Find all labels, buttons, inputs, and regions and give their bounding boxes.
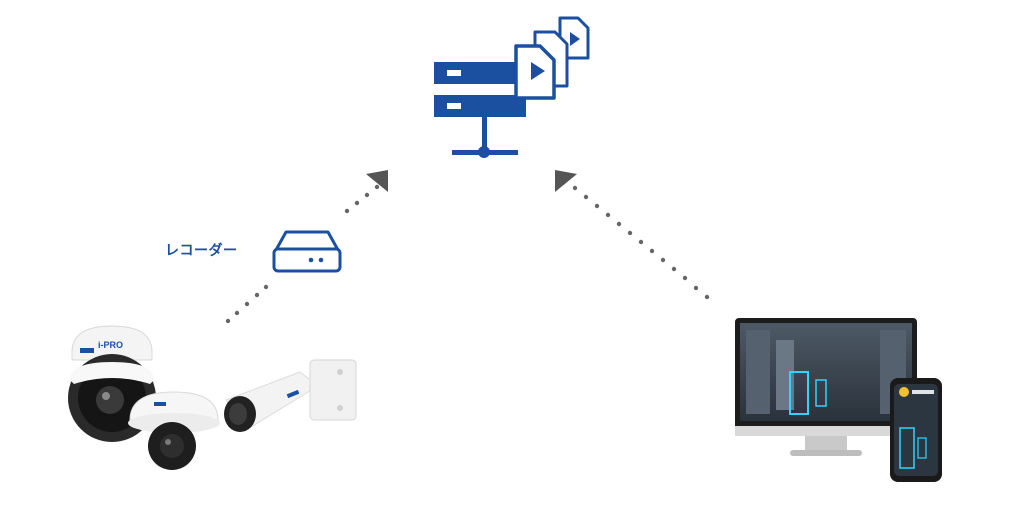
dome-camera bbox=[128, 391, 220, 470]
arrowhead-right bbox=[555, 170, 577, 192]
ptz-camera-logo: i-PRO bbox=[98, 340, 124, 350]
recorder-icon bbox=[272, 230, 342, 273]
dotted-line-recorder-to-server bbox=[344, 184, 380, 214]
detection-box bbox=[789, 371, 809, 415]
detection-box bbox=[815, 379, 827, 407]
video-file-icon-front bbox=[514, 44, 556, 100]
recorder-label: レコーダー bbox=[165, 243, 238, 259]
dotted-line-cameras-to-recorder bbox=[225, 284, 269, 324]
arrowhead-left bbox=[366, 170, 388, 192]
cameras-group bbox=[68, 325, 357, 470]
ptz-camera bbox=[68, 325, 156, 442]
monitor-display bbox=[735, 318, 917, 456]
dotted-line-monitor-to-server bbox=[572, 185, 710, 300]
bullet-camera bbox=[224, 359, 357, 432]
smartphone-display bbox=[890, 378, 942, 482]
server-icon bbox=[434, 16, 590, 158]
